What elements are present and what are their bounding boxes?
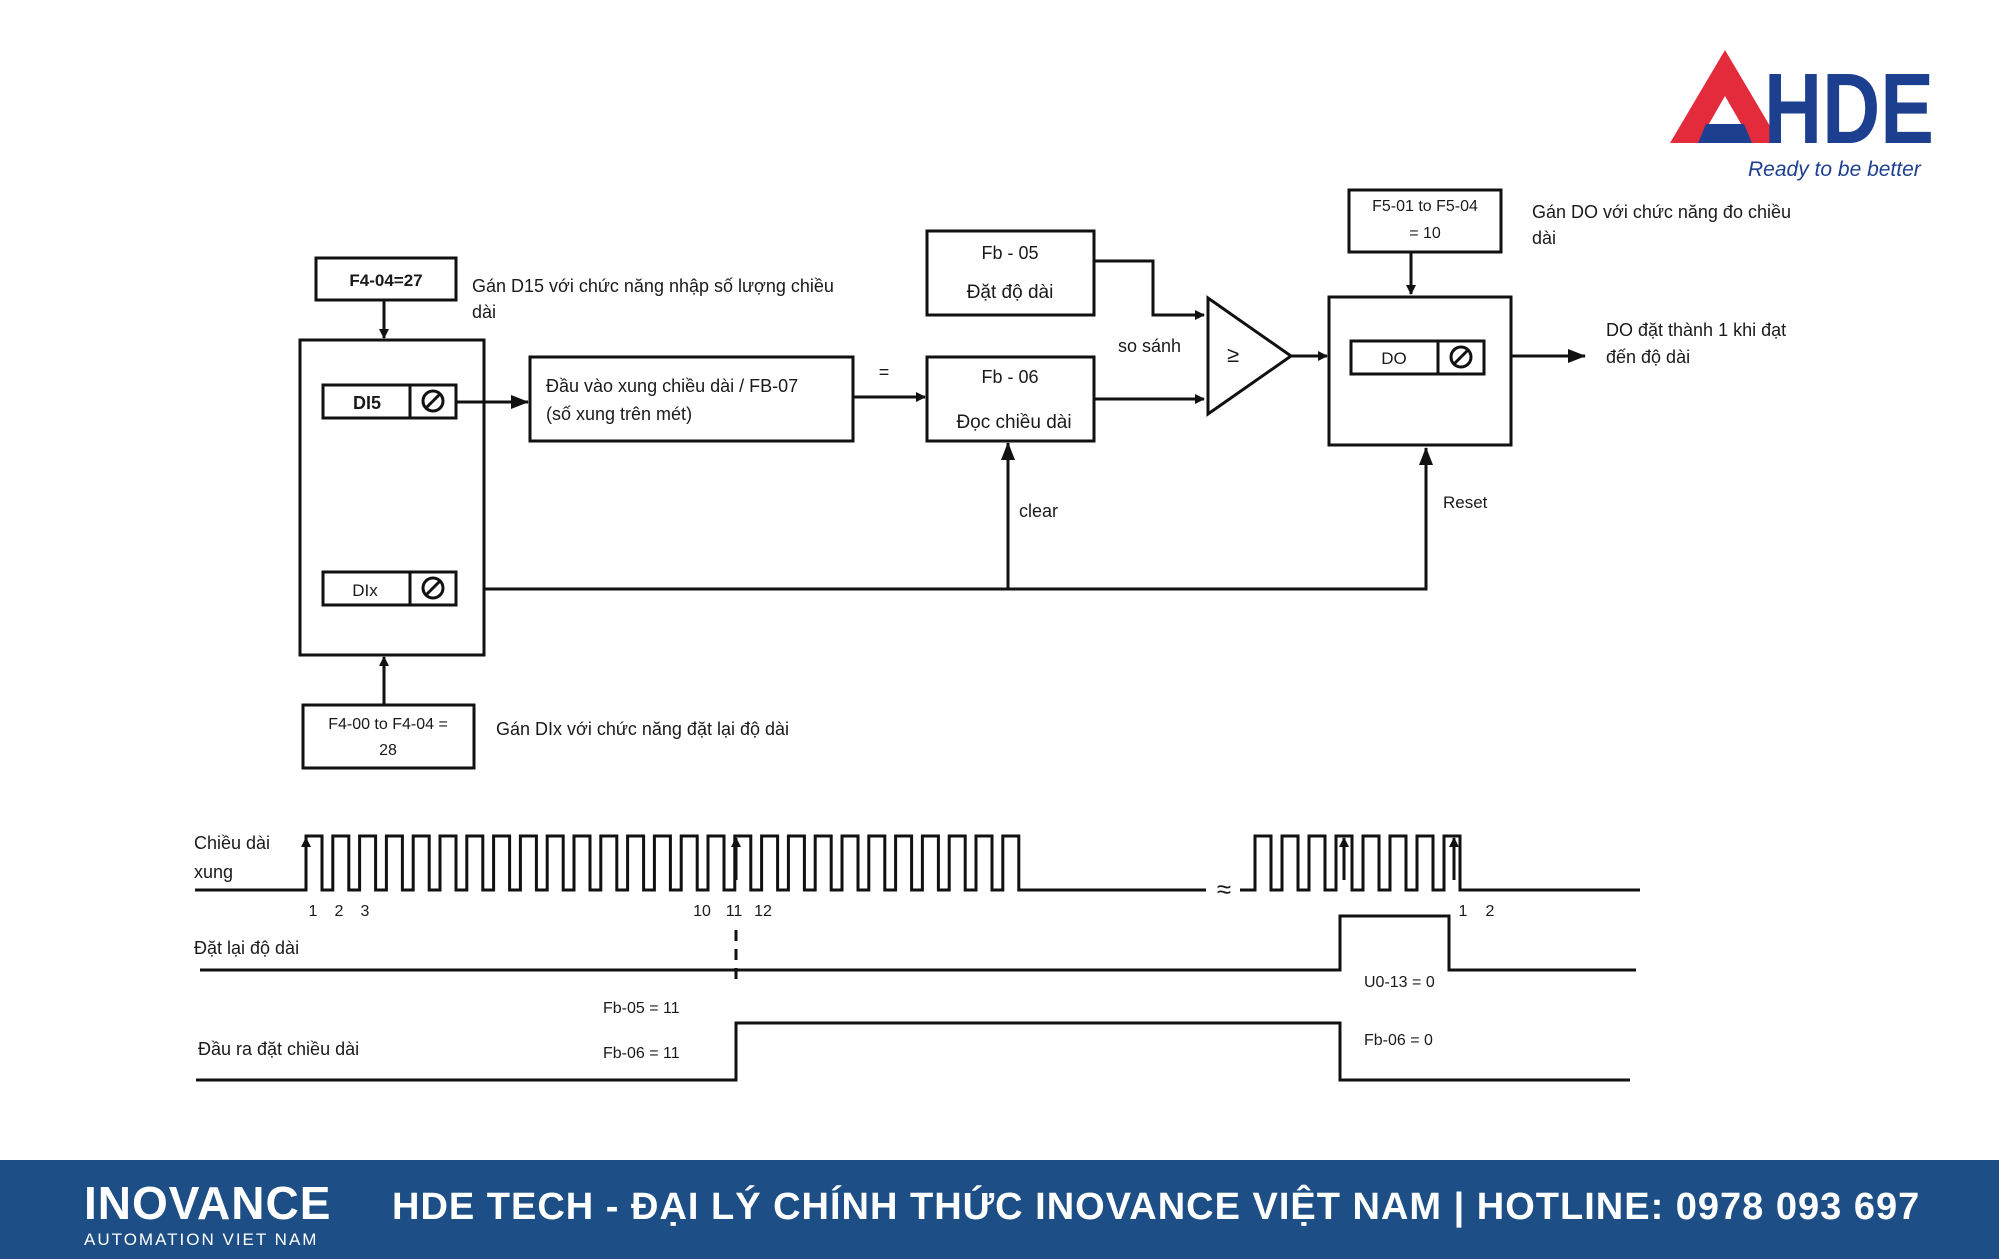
logo-hde-text: HDE	[1764, 53, 1934, 165]
f4-00-line2: 28	[379, 742, 397, 759]
pulse-number: 1	[1459, 903, 1468, 920]
f4-00-box	[301, 703, 476, 770]
inovance-brand-subtitle: AUTOMATION VIET NAM	[84, 1230, 319, 1249]
f5-line2: = 10	[1409, 225, 1441, 242]
equals-sign: =	[879, 362, 890, 382]
f5-note-line1: Gán DO với chức năng đo chiều	[1532, 202, 1791, 222]
fb06-label: Đọc chiều dài	[956, 412, 1071, 433]
pulse-number: 12	[754, 903, 772, 920]
di5-label: DI5	[353, 393, 381, 413]
f4-04-note-line2: dài	[472, 302, 496, 322]
f4-04-label: F4-04=27	[349, 271, 422, 290]
pulse-number: 11	[726, 903, 743, 920]
footer-banner: INOVANCE AUTOMATION VIET NAM HDE TECH - …	[0, 1160, 1999, 1259]
fb05-label: Đặt độ dài	[967, 282, 1054, 303]
f4-00-note: Gán DIx với chức năng đặt lại độ dài	[496, 719, 789, 739]
f4-04-note-line1: Gán D15 với chức năng nhập số lượng chiề…	[472, 276, 834, 296]
length-control-diagram: HDE Ready to be better F4-04=27 Gán D15 …	[194, 50, 1934, 1082]
reset-label: Reset	[1443, 493, 1488, 512]
pulse-input-box	[528, 355, 855, 443]
do-note-line2: đến độ dài	[1606, 347, 1690, 367]
reset-waveform	[200, 914, 1636, 972]
clear-label: clear	[1019, 501, 1058, 521]
logo-a-shape	[1670, 50, 1780, 143]
pulse-number: 2	[335, 903, 344, 920]
logo-a-bar	[1698, 124, 1752, 143]
fb06-eq-label: Fb-06 = 11	[603, 1045, 680, 1062]
pulse-number: 2	[1486, 903, 1495, 920]
f4-04-box	[314, 256, 458, 302]
pulse-number: 3	[361, 903, 370, 920]
do-label: DO	[1381, 349, 1407, 368]
fb06-code: Fb - 06	[981, 367, 1038, 387]
fb05-box	[925, 229, 1096, 317]
di5-screw-icon	[421, 389, 445, 413]
comparator-symbol: ≥	[1227, 342, 1239, 367]
footer-tagline: HDE TECH - ĐẠI LÝ CHÍNH THỨC INOVANCE VI…	[392, 1186, 1921, 1228]
f4-00-line1: F4-00 to F4-04 =	[328, 716, 448, 733]
break-mark: ≈	[1217, 874, 1231, 904]
dix-bus-wire	[484, 447, 1433, 591]
comparator	[1206, 295, 1294, 417]
pulse-number: 1	[309, 903, 318, 920]
fb05-to-comparator-wire	[1094, 259, 1205, 320]
pulse-signal-label-1: Chiều dài	[194, 833, 270, 853]
logo-slogan: Ready to be better	[1748, 158, 1922, 181]
pulse-signal-label-2: xung	[194, 862, 233, 882]
dix-label: DIx	[352, 581, 378, 600]
pulse-input-line1: Đầu vào xung chiều dài / FB-07	[546, 376, 798, 396]
inovance-brand: INOVANCE	[84, 1177, 332, 1229]
pulse-number: 10	[693, 903, 711, 920]
f5-note-line2: dài	[1532, 228, 1556, 248]
fb05-eq-label: Fb-05 = 11	[603, 1000, 680, 1017]
do-note-line1: DO đặt thành 1 khi đạt	[1606, 320, 1786, 340]
f5-line1: F5-01 to F5-04	[1372, 198, 1478, 215]
pulse-input-line2: (số xung trên mét)	[546, 404, 692, 424]
do-screw-icon	[1449, 345, 1473, 369]
f5-box	[1347, 188, 1503, 254]
pulse-waveform	[195, 834, 1640, 892]
ahde-logo: HDE Ready to be better	[1670, 50, 1934, 181]
reset-signal-label: Đặt lại độ dài	[194, 938, 299, 958]
u0-13-label: U0-13 = 0	[1364, 974, 1435, 991]
fb06-zero-label: Fb-06 = 0	[1364, 1032, 1433, 1049]
fb05-code: Fb - 05	[981, 243, 1038, 263]
compare-label: so sánh	[1118, 336, 1181, 356]
output-signal-label: Đầu ra đặt chiều dài	[198, 1039, 359, 1059]
output-waveform	[196, 1021, 1630, 1082]
dix-screw-icon	[421, 576, 445, 600]
